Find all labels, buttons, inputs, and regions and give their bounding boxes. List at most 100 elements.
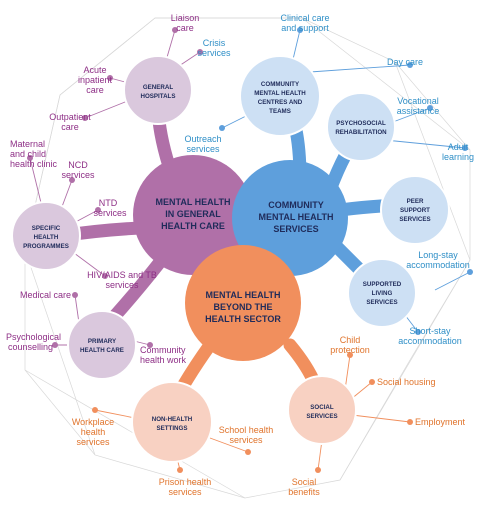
leaf-vocational-l2: assistance: [397, 106, 440, 116]
primary-care-l1: PRIMARY: [88, 338, 117, 345]
leaf-social-benefits-l1: Social: [292, 477, 317, 487]
leaf-prison-l2: services: [168, 487, 202, 497]
social-services-l1: SOCIAL: [310, 404, 334, 411]
leaf-ntd-l2: services: [93, 208, 127, 218]
sub-labels: GENERAL HOSPITALS SPECIFIC HEALTH PROGRA…: [23, 81, 430, 432]
leaf-liaison-l1: Liaison: [171, 13, 200, 23]
leaf-short-stay-l1: Short-stay: [409, 326, 451, 336]
specific-programmes-l1: SPECIFIC: [32, 225, 61, 232]
leaf-psych-counselling-l2: counselling: [8, 342, 53, 352]
psychosocial-l1: PSYCHOSOCIAL: [336, 120, 386, 127]
node-primary-health-care: [67, 310, 137, 380]
hub-community-line1: COMMUNITY: [268, 200, 324, 210]
leaf-community-work-l1: Community: [140, 345, 186, 355]
psychosocial-l2: REHABILITATION: [335, 129, 387, 136]
leaf-short-stay-l2: accommodation: [398, 336, 462, 346]
leaf-school-health-l1: School health: [219, 425, 274, 435]
leaf-outreach-l1: Outreach: [184, 134, 221, 144]
hub-community-mental-health: [232, 160, 348, 276]
supported-living-l1: SUPPORTED: [363, 281, 402, 288]
leaf-lines: [29, 29, 471, 471]
leaf-outpatient-l1: Outpatient: [49, 112, 91, 122]
hub-beyond-line2: BEYOND THE: [213, 302, 272, 312]
leaf-workplace-l3: services: [76, 437, 110, 447]
leaf-workplace-l1: Workplace: [72, 417, 114, 427]
leaf-community-work-l2: health work: [140, 355, 187, 365]
peer-support-l3: SERVICES: [399, 216, 430, 223]
leaf-adult-learning-l1: Adult: [448, 142, 469, 152]
node-specific-health-programmes: [11, 201, 81, 271]
leaf-medical-care: Medical care: [20, 290, 71, 300]
supported-living-l3: SERVICES: [366, 299, 397, 306]
node-supported-living: [347, 258, 417, 328]
leaf-child-protection-l2: protection: [330, 345, 370, 355]
cmhc-l1: COMMUNITY: [261, 81, 300, 88]
leaf-clinical-l1: Clinical care: [280, 13, 329, 23]
general-hospitals-l1: GENERAL: [143, 84, 173, 91]
leaf-adult-learning-l2: learning: [442, 152, 474, 162]
leaf-clinical-l2: and support: [281, 23, 329, 33]
leaf-maternal-l3: health clinic: [10, 159, 58, 169]
cmhc-l2: MENTAL HEALTH: [254, 90, 306, 97]
hub-general-health-care: [133, 155, 253, 275]
cmhc-l4: TEAMS: [269, 108, 291, 115]
peer-support-l1: PEER: [407, 198, 424, 205]
leaf-ncd-l1: NCD: [68, 160, 88, 170]
leaf-social-housing: Social housing: [377, 377, 436, 387]
leaf-acute-l3: care: [86, 85, 104, 95]
general-health-leaves: Liaison care Crisis services Acute inpat…: [6, 13, 231, 365]
general-hospitals-l2: HOSPITALS: [141, 93, 176, 100]
supported-living-l2: LIVING: [372, 290, 393, 297]
peer-support-l2: SUPPORT: [400, 207, 430, 214]
specific-programmes-l3: PROGRAMMES: [23, 243, 69, 250]
leaf-maternal-l1: Maternal: [10, 139, 45, 149]
social-services-l2: SERVICES: [306, 413, 337, 420]
leaf-crisis-l1: Crisis: [203, 38, 226, 48]
node-general-hospitals: [123, 55, 193, 125]
leaf-crisis-l2: services: [197, 48, 231, 58]
non-health-l1: NON-HEALTH: [152, 416, 193, 423]
leaf-day-care: Day care: [387, 57, 423, 67]
leaf-long-stay-l1: Long-stay: [418, 250, 458, 260]
hub-general-line3: HEALTH CARE: [161, 221, 225, 231]
community-leaves: Clinical care and support Day care Vocat…: [184, 13, 474, 346]
hub-general-line1: MENTAL HEALTH: [156, 197, 231, 207]
leaf-school-health-l2: services: [229, 435, 263, 445]
specific-programmes-l2: HEALTH: [34, 234, 59, 241]
hub-beyond-line1: MENTAL HEALTH: [206, 290, 281, 300]
cmhc-l3: CENTRES AND: [258, 99, 303, 106]
leaf-ncd-l2: services: [61, 170, 95, 180]
hub-labels: MENTAL HEALTH IN GENERAL HEALTH CARE COM…: [156, 197, 334, 324]
leaf-acute-l1: Acute: [83, 65, 106, 75]
hub-general-line2: IN GENERAL: [165, 209, 221, 219]
leaf-employment: Employment: [415, 417, 466, 427]
node-peer-support: [380, 175, 450, 245]
leaf-prison-l1: Prison health: [159, 477, 212, 487]
non-health-l2: SETTINGS: [157, 425, 188, 432]
primary-care-l2: HEALTH CARE: [80, 347, 124, 354]
leaf-maternal-l2: and child: [10, 149, 46, 159]
node-psychosocial-rehab: [326, 92, 396, 162]
leaf-social-benefits-l2: benefits: [288, 487, 320, 497]
leaf-outpatient-l2: care: [61, 122, 79, 132]
beyond-leaves: Child protection Social housing Employme…: [72, 335, 466, 497]
node-cmhc-teams: [239, 55, 321, 137]
leaf-workplace-l2: health: [81, 427, 106, 437]
node-non-health-settings: [131, 381, 213, 463]
leaf-child-protection-l1: Child: [340, 335, 361, 345]
hub-community-line3: SERVICES: [273, 224, 318, 234]
node-social-services: [287, 375, 357, 445]
leaf-long-stay-l2: accommodation: [406, 260, 470, 270]
hub-community-line2: MENTAL HEALTH: [259, 212, 334, 222]
leaf-psych-counselling-l1: Psychological: [6, 332, 61, 342]
leaf-outreach-l2: services: [186, 144, 220, 154]
leaf-liaison-l2: care: [176, 23, 194, 33]
leaf-ntd-l1: NTD: [99, 198, 118, 208]
leaf-acute-l2: inpatient: [78, 75, 113, 85]
hub-beyond-health-sector: [185, 245, 301, 361]
leaf-hiv-l1: HIV/AIDS and TB: [87, 270, 157, 280]
leaf-hiv-l2: services: [105, 280, 139, 290]
hub-beyond-line3: HEALTH SECTOR: [205, 314, 281, 324]
